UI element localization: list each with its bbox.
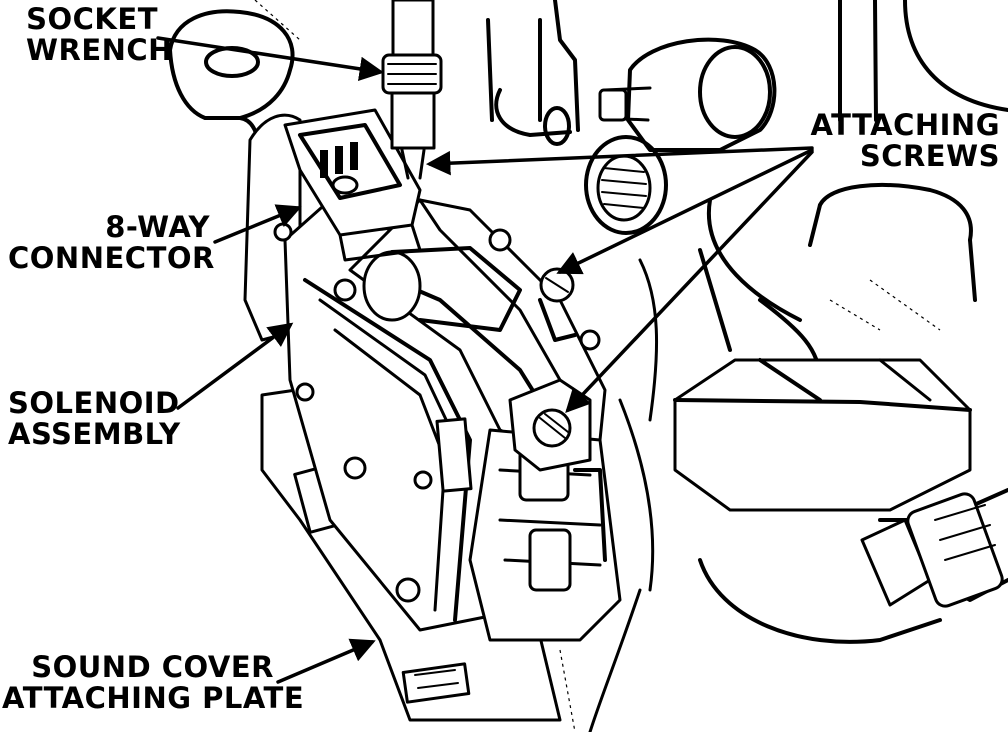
screw-leader-3	[565, 150, 814, 413]
solenoid-assembly-label: SOLENOID ASSEMBLY	[8, 388, 181, 450]
connector-label-line2: CONNECTOR	[8, 241, 215, 275]
solenoid-label-line1: SOLENOID	[8, 386, 180, 420]
plate-label-line2: ATTACHING PLATE	[2, 681, 305, 715]
screw-leader-1	[425, 146, 814, 176]
connector-leader	[213, 204, 302, 244]
connector-label-line1: 8-WAY	[105, 210, 210, 244]
attaching-screws-label: ATTACHING SCREWS	[790, 110, 1000, 172]
socket-wrench-leader	[156, 36, 385, 82]
screws-label-line1: ATTACHING	[810, 108, 1000, 142]
leader-lines	[156, 36, 814, 684]
connector-label: 8-WAY CONNECTOR	[8, 210, 215, 275]
transmission-housing	[168, 0, 1008, 732]
socket-wrench-label: SOCKET WRENCH	[26, 2, 173, 67]
plate-leader	[276, 638, 376, 684]
socket-wrench-label-line1: SOCKET	[26, 2, 158, 36]
screw-leader-2	[556, 148, 814, 275]
socket-wrench	[381, 0, 443, 180]
solenoid-label-line2: ASSEMBLY	[8, 417, 181, 451]
plate-label-line1: SOUND COVER	[31, 650, 274, 684]
sound-cover-plate-label: SOUND COVER ATTACHING PLATE	[2, 650, 305, 715]
socket-wrench-label-line2: WRENCH	[26, 33, 173, 67]
screws-label-line2: SCREWS	[859, 139, 1000, 173]
solenoid-leader	[176, 322, 294, 410]
eight-way-connector	[283, 108, 422, 262]
solenoid-body	[243, 113, 622, 642]
